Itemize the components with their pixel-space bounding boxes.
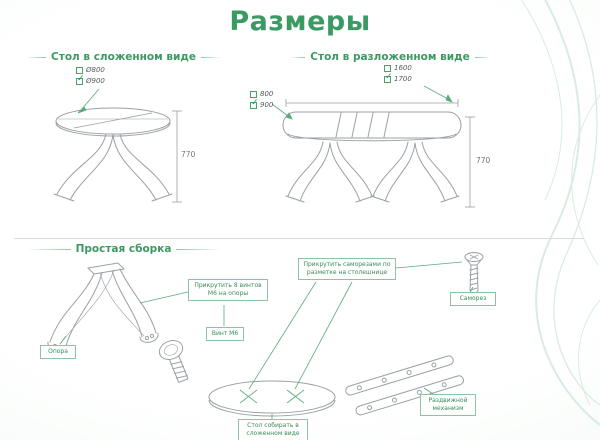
bolt-drawing (158, 340, 189, 383)
background-swirls-icon (520, 0, 600, 426)
checkbox-icon (250, 90, 257, 98)
label-slide-mechanism: Раздвижной механизм (420, 394, 476, 416)
folded-table-drawing (53, 107, 173, 202)
section-heading-assembly: Простая сборка (26, 243, 221, 255)
option-900: ✓ 900 (250, 97, 274, 109)
folded-heading-text: Стол в сложенном виде (51, 51, 196, 63)
unfolded-heading-text: Стол в разложенном виде (310, 51, 470, 63)
option-d800: Ø800 (76, 66, 105, 74)
unfolded-width-options: 800 ✓ 900 (250, 90, 273, 109)
note-bolt-instruction: Прикрутить 8 винтов М6 на опоры (188, 279, 268, 301)
assembly-heading-text: Простая сборка (75, 243, 172, 255)
leg-drawing (47, 262, 159, 351)
heading-line (290, 56, 306, 58)
option-1700: ✓ 1700 (384, 71, 412, 83)
checkbox-icon: ✓ (384, 71, 393, 83)
unfolded-dimension-lines (285, 99, 475, 208)
section-heading-folded: Стол в сложенном виде (26, 51, 222, 63)
checkbox-icon: ✓ (76, 73, 85, 85)
label-leg: Опора (40, 345, 76, 359)
unfolded-height-dimension: 770 (476, 156, 491, 165)
heading-line (200, 56, 222, 58)
label-screw: Саморез (450, 292, 496, 306)
heading-line (26, 56, 47, 58)
assembly-tabletop-drawing (208, 380, 336, 417)
option-label: 800 (260, 90, 274, 98)
folded-height-dimension: 770 (181, 150, 196, 159)
checkbox-icon (76, 66, 83, 74)
option-label: 1600 (394, 64, 412, 72)
heading-line (474, 56, 490, 58)
slide-rails-drawing (345, 355, 465, 416)
option-d900: ✓ Ø900 (76, 73, 105, 85)
checkmark-icon: ✓ (251, 97, 259, 108)
unfolded-length-options: 1600 ✓ 1700 (384, 64, 412, 83)
option-label: Ø800 (86, 66, 105, 74)
option-label: Ø900 (86, 77, 105, 85)
checkbox-icon (384, 64, 391, 72)
checkmark-icon: ✓ (77, 73, 85, 84)
option-label: 1700 (394, 75, 412, 83)
option-800: 800 (250, 90, 273, 98)
note-assemble-folded: Стол собирать в сложенном виде (238, 419, 308, 440)
heading-line (26, 248, 71, 250)
unfolded-callout-arrow-icon (271, 85, 453, 120)
folded-dimension-lines (73, 110, 182, 203)
checkbox-icon: ✓ (250, 97, 259, 109)
option-1600: 1600 (384, 64, 412, 72)
folded-diameter-options: Ø800 ✓ Ø900 (76, 66, 105, 85)
label-bolt: Винт М6 (206, 327, 244, 341)
section-heading-unfolded: Стол в разложенном виде (290, 51, 490, 63)
checkmark-icon: ✓ (385, 71, 393, 82)
page-title: Размеры (229, 6, 371, 37)
folded-callout-arrow-icon (77, 88, 100, 114)
unfolded-table-drawing (282, 111, 462, 203)
heading-line (176, 248, 221, 250)
option-label: 900 (260, 101, 274, 109)
note-screw-instruction: Прикрутить саморезами по разметке на сто… (298, 258, 396, 280)
section-divider (14, 238, 584, 239)
